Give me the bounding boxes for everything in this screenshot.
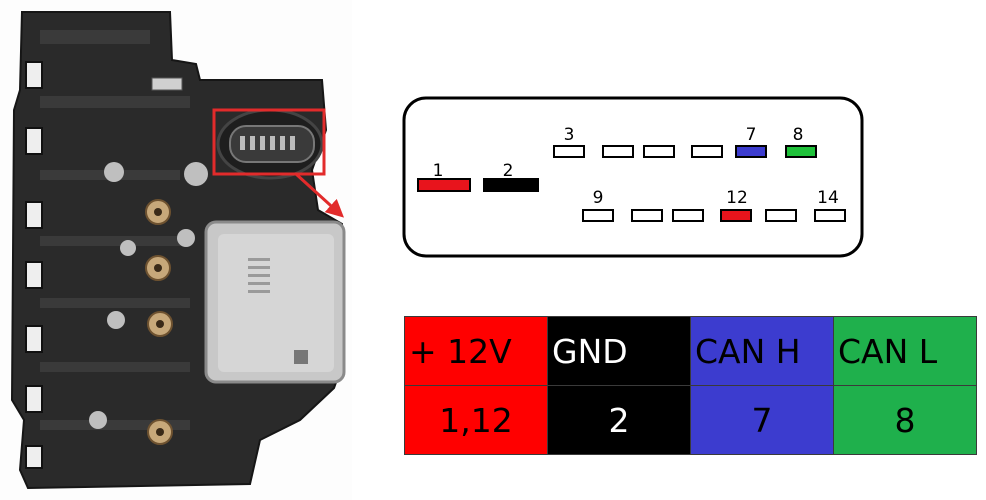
- legend-pin-cell: 7: [690, 385, 834, 455]
- legend-signal-row: + 12V GND CAN H CAN L: [404, 316, 977, 386]
- connector-housing: [216, 108, 324, 180]
- pin-7: [735, 145, 767, 158]
- legend-signal-cell: CAN L: [833, 316, 977, 386]
- valve-body-photo: [0, 0, 352, 500]
- pin-3: [553, 145, 585, 158]
- pin-14: [814, 209, 846, 222]
- pin-6: [691, 145, 723, 158]
- pin-2: [483, 178, 539, 192]
- pin-label-1: 1: [433, 161, 444, 181]
- pin-12: [720, 209, 752, 222]
- pin-label-14: 14: [817, 188, 839, 208]
- pin-9: [582, 209, 614, 222]
- legend-signal-cell: GND: [547, 316, 691, 386]
- pin-label-2: 2: [503, 161, 514, 181]
- connector-highlight-box: [212, 108, 326, 176]
- pin-label-9: 9: [593, 188, 604, 208]
- legend-signal-cell: + 12V: [404, 316, 548, 386]
- pin-label-8: 8: [793, 125, 804, 145]
- pin-1: [417, 178, 471, 192]
- pin-label-12: 12: [726, 188, 748, 208]
- pin-label-7: 7: [746, 125, 757, 145]
- pin-layer: [417, 145, 846, 222]
- pin-10: [631, 209, 663, 222]
- pin-11: [672, 209, 704, 222]
- legend-signal-cell: CAN H: [690, 316, 834, 386]
- connector-outline: [402, 96, 864, 258]
- pin-5: [643, 145, 675, 158]
- pin-8: [785, 145, 817, 158]
- pin-13: [765, 209, 797, 222]
- pin-4: [602, 145, 634, 158]
- legend-pin-cell: 2: [547, 385, 691, 455]
- pin-label-3: 3: [564, 125, 575, 145]
- solenoid-contacts: [145, 199, 173, 445]
- legend-pin-cell: 1,12: [404, 385, 548, 455]
- tcu-cover: [204, 220, 346, 384]
- legend-pin-cell: 8: [833, 385, 977, 455]
- pinout-legend-table: + 12V GND CAN H CAN L 1,12 2 7 8: [404, 316, 977, 455]
- legend-pin-row: 1,12 2 7 8: [404, 385, 977, 455]
